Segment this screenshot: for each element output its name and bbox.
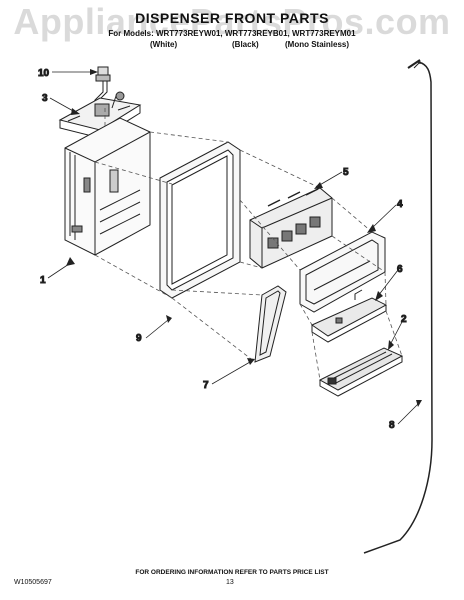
callout-arrowheads: [66, 69, 422, 407]
callout-3: 3: [42, 93, 48, 104]
variant-black: (Black): [232, 40, 259, 49]
leader-2: [389, 321, 403, 346]
variant-white: (White): [150, 40, 178, 49]
callout-8: 8: [389, 420, 395, 431]
page-title: DISPENSER FRONT PARTS: [135, 10, 329, 26]
projection-lines: [94, 108, 403, 381]
part-1-housing: [64, 117, 151, 256]
part-8-tube: [363, 59, 433, 554]
callout-5: 5: [343, 167, 349, 178]
callout-10: 10: [38, 68, 50, 79]
callout-7: 7: [203, 380, 209, 391]
part-2-drip-tray: [318, 347, 404, 397]
leader-4: [371, 204, 397, 229]
callout-4: 4: [397, 199, 403, 210]
callout-2: 2: [401, 314, 407, 325]
part-9-frame: [159, 141, 241, 299]
part-5-control-panel: [249, 187, 333, 269]
callout-1: 1: [40, 275, 46, 286]
leader-6: [377, 269, 399, 297]
ordering-note: FOR ORDERING INFORMATION REFER TO PARTS …: [135, 569, 329, 576]
leader-7: [211, 361, 251, 385]
document-number: W10505697: [14, 579, 52, 586]
models-line: For Models: WRT773REYW01, WRT773REYB01, …: [108, 29, 356, 38]
leader-5: [317, 171, 343, 187]
part-7-lens: [254, 285, 287, 363]
watermark: AppliancePartsPros.com: [13, 1, 451, 42]
leader-9: [145, 319, 169, 339]
callout-leaders: [47, 71, 419, 425]
variant-mono-stainless: (Mono Stainless): [285, 40, 350, 49]
callout-9: 9: [136, 333, 142, 344]
callout-6: 6: [397, 264, 403, 275]
leader-3: [49, 97, 76, 113]
part-6-paddle: [310, 289, 388, 343]
page-number: 13: [226, 579, 234, 586]
leader-8: [397, 403, 419, 425]
